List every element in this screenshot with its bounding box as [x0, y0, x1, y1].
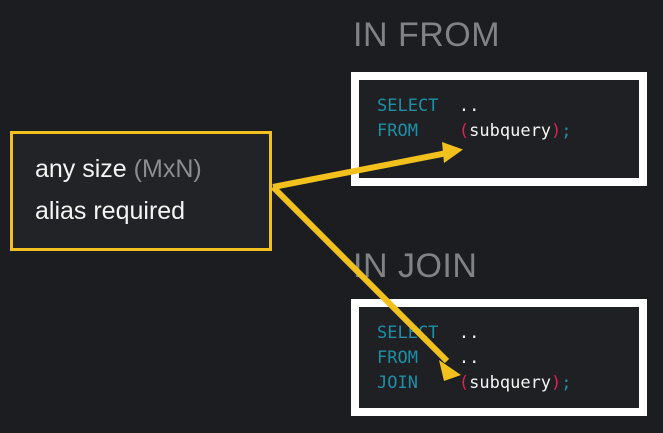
- code-gap: [418, 373, 459, 393]
- sql-keyword-select: SELECT: [377, 323, 439, 343]
- code-dots: ..: [458, 323, 480, 343]
- section-heading-in-join: IN JOIN: [353, 247, 478, 285]
- code-line-join: JOIN (subquery);: [377, 371, 629, 396]
- close-paren: ): [551, 373, 562, 393]
- code-dots: ..: [458, 96, 480, 116]
- callout-line-alias-required: alias required: [35, 197, 186, 225]
- code-gap: [438, 96, 458, 116]
- code-line-from: FROM ..: [377, 346, 629, 371]
- sql-keyword-from: FROM: [377, 121, 418, 141]
- code-line-select: SELECT ..: [377, 94, 629, 119]
- open-paren: (: [458, 121, 470, 141]
- code-frame-in-join: SELECT .. FROM .. JOIN (subquery);: [351, 299, 647, 416]
- callout-any-size-text: any size: [35, 155, 134, 183]
- close-paren: ): [551, 121, 562, 141]
- code-dots: ..: [458, 348, 480, 368]
- callout-line-any-size: any size (MxN): [35, 148, 269, 190]
- callout-mxn-text: (MxN): [133, 155, 202, 183]
- code-line-select: SELECT ..: [377, 321, 629, 346]
- code-line-from: FROM (subquery);: [377, 119, 629, 144]
- callout-box: any size (MxN) alias required: [10, 131, 272, 251]
- code-gap: [438, 323, 458, 343]
- subquery-identifier: subquery: [469, 373, 552, 393]
- code-block-in-from: SELECT .. FROM (subquery);: [359, 80, 639, 178]
- code-gap: [418, 121, 459, 141]
- code-gap: [418, 348, 459, 368]
- sql-keyword-from: FROM: [377, 348, 418, 368]
- sql-keyword-select: SELECT: [377, 96, 439, 116]
- semicolon: ;: [561, 373, 572, 393]
- semicolon: ;: [561, 121, 572, 141]
- subquery-identifier: subquery: [469, 121, 552, 141]
- open-paren: (: [458, 373, 470, 393]
- sql-keyword-join: JOIN: [377, 373, 418, 393]
- code-frame-in-from: SELECT .. FROM (subquery);: [351, 72, 647, 186]
- section-heading-in-from: IN FROM: [353, 16, 501, 54]
- code-block-in-join: SELECT .. FROM .. JOIN (subquery);: [359, 307, 639, 408]
